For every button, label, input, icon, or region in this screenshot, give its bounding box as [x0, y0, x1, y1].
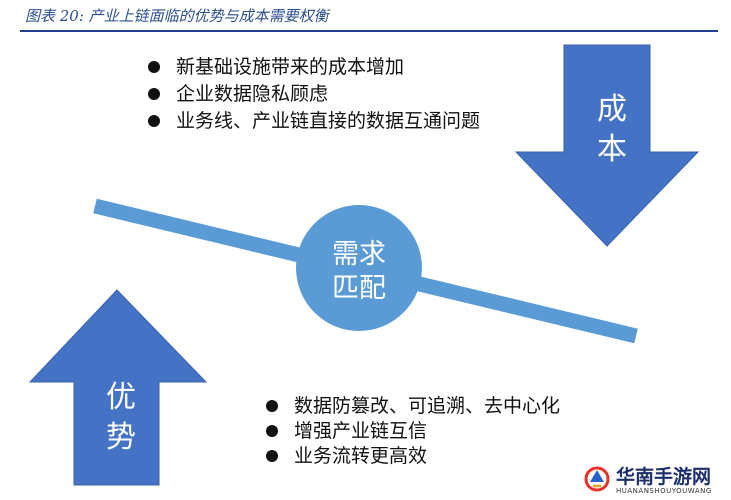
- advantage-item: 增强产业链互信: [266, 419, 560, 444]
- cost-list: 新基础设施带来的成本增加 企业数据隐私顾虑 业务线、产业链直接的数据互通问题: [148, 54, 480, 135]
- cost-item: 新基础设施带来的成本增加: [148, 54, 480, 81]
- advantage-item: 数据防篡改、可追溯、去中心化: [266, 394, 560, 419]
- advantage-item: 业务流转更高效: [266, 444, 560, 469]
- cost-item: 企业数据隐私顾虑: [148, 81, 480, 108]
- cost-label: 成本: [597, 92, 627, 167]
- advantage-list: 数据防篡改、可追溯、去中心化 增强产业链互信 业务流转更高效: [266, 394, 560, 469]
- caption-rule: [20, 30, 718, 32]
- advantage-arrow: [28, 289, 208, 486]
- demand-match-line2: 匹配: [332, 273, 386, 304]
- logo-icon: [584, 466, 610, 492]
- cost-item: 业务线、产业链直接的数据互通问题: [148, 108, 480, 135]
- figure-caption: 图表 20: 产业上链面临的优势与成本需要权衡: [25, 7, 329, 25]
- cost-arrow: [514, 44, 700, 247]
- demand-match-line1: 需求: [332, 239, 386, 270]
- watermark-name: 华南手游网: [616, 466, 712, 488]
- demand-match-circle: [296, 205, 422, 331]
- watermark-subtitle: HUANANSHOUYOUWANG: [616, 487, 712, 495]
- watermark: 华南手游网 HUANANSHOUYOUWANG: [580, 460, 730, 500]
- advantage-label: 优势: [106, 380, 136, 455]
- demand-match-label: 需求 匹配: [304, 238, 414, 306]
